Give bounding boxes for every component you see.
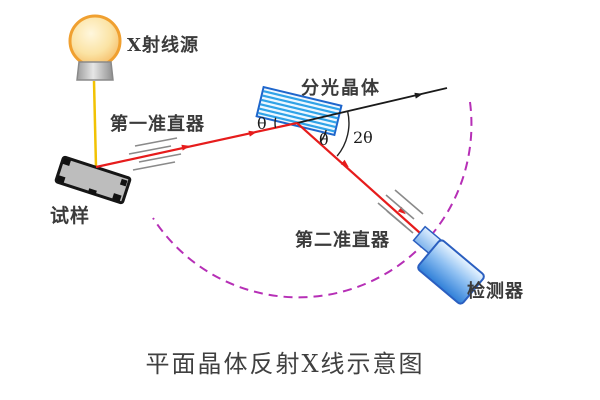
label-crystal: 分光晶体: [301, 78, 381, 99]
reflected-beam-arrowhead: [397, 206, 406, 215]
source-beam-yellow: [92, 80, 98, 168]
second-collimator-hatch: [377, 189, 424, 234]
angle-arc-theta-incident: [274, 117, 277, 128]
caption-title: 平面晶体反射X线示意图: [145, 350, 425, 378]
label-two-theta: 2θ: [353, 128, 373, 147]
label-theta-incident: θ: [257, 114, 267, 133]
bulb-base: [76, 61, 114, 81]
sample-shape: [54, 155, 132, 205]
angle-arc-theta-reflected: [319, 129, 327, 143]
goniometer-circle-arc: [152, 101, 473, 299]
black-line-arrowhead: [414, 92, 423, 99]
label-sample: 试样: [50, 205, 91, 227]
incident-beam-arrowhead: [248, 130, 257, 137]
first-collimator-hatch: [128, 137, 182, 171]
detector-body: [417, 239, 485, 305]
detector-shape: [412, 225, 485, 305]
label-detector: 检测器: [467, 281, 524, 302]
incident-beam-red: [95, 121, 298, 169]
label-xray-source: X射线源: [127, 35, 199, 56]
xray-source-bulb-icon: [68, 14, 122, 81]
incident-beam-arrowhead: [181, 144, 190, 151]
label-first-collimator: 第一准直器: [110, 114, 205, 135]
reflected-beam-red: [296, 122, 421, 234]
reflected-beam-arrowhead: [340, 159, 349, 168]
label-theta-reflected: θ: [319, 130, 329, 149]
angle-arc-two-theta: [336, 111, 350, 157]
crystal-shape: [255, 85, 343, 137]
label-second-collimator: 第二准直器: [295, 230, 390, 251]
